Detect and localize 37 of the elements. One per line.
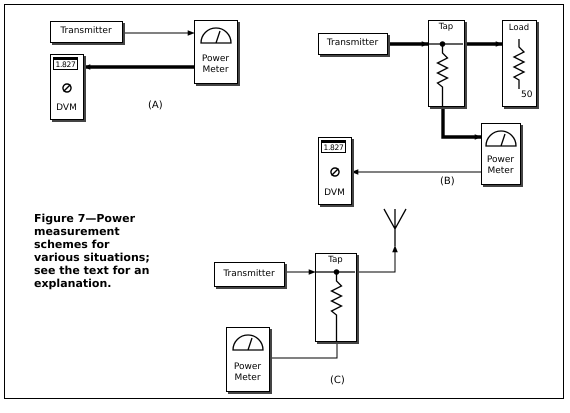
box-label: Load: [508, 23, 530, 34]
box-label: Transmitter: [326, 38, 380, 49]
box-label: Power Meter: [232, 362, 262, 384]
resistance-value: 50: [521, 90, 532, 101]
arrow: [83, 64, 194, 70]
arrow: [465, 41, 503, 47]
block-box: [214, 262, 285, 287]
arrow: [388, 41, 429, 47]
figure-caption: Figure 7—Power measurement schemes for various situations; see the text for an explanation.: [34, 212, 151, 290]
power-meter-box: [194, 20, 238, 84]
antenna-symbol: [383, 208, 407, 246]
connector-line: [270, 342, 338, 358]
box-label: Power Meter: [200, 54, 230, 76]
tap-box: [428, 20, 465, 107]
box-label: DVM: [55, 103, 78, 114]
panel-label: (B): [440, 176, 455, 187]
box-label: Tap: [438, 22, 454, 33]
dvm-box: [318, 137, 352, 205]
box-label: Transmitter: [59, 26, 113, 37]
arrow: [351, 169, 482, 175]
panel-label: (A): [148, 100, 163, 111]
arrow: [122, 30, 195, 36]
block-box: [50, 21, 123, 43]
arrow: [284, 269, 316, 275]
tap-box: [315, 253, 357, 342]
box-label: Transmitter: [222, 268, 276, 280]
load-box: [502, 20, 537, 107]
dvm-box: [50, 54, 84, 120]
power-meter-box: [226, 327, 270, 392]
power-meter-box: [481, 123, 521, 185]
panel-label: (C): [330, 375, 345, 386]
box-label: Tap: [327, 255, 344, 266]
box-label: Power Meter: [486, 155, 516, 177]
arrow: [441, 107, 482, 140]
box-label: DVM: [323, 188, 346, 199]
block-box: [318, 33, 388, 55]
arrow: [356, 245, 398, 272]
